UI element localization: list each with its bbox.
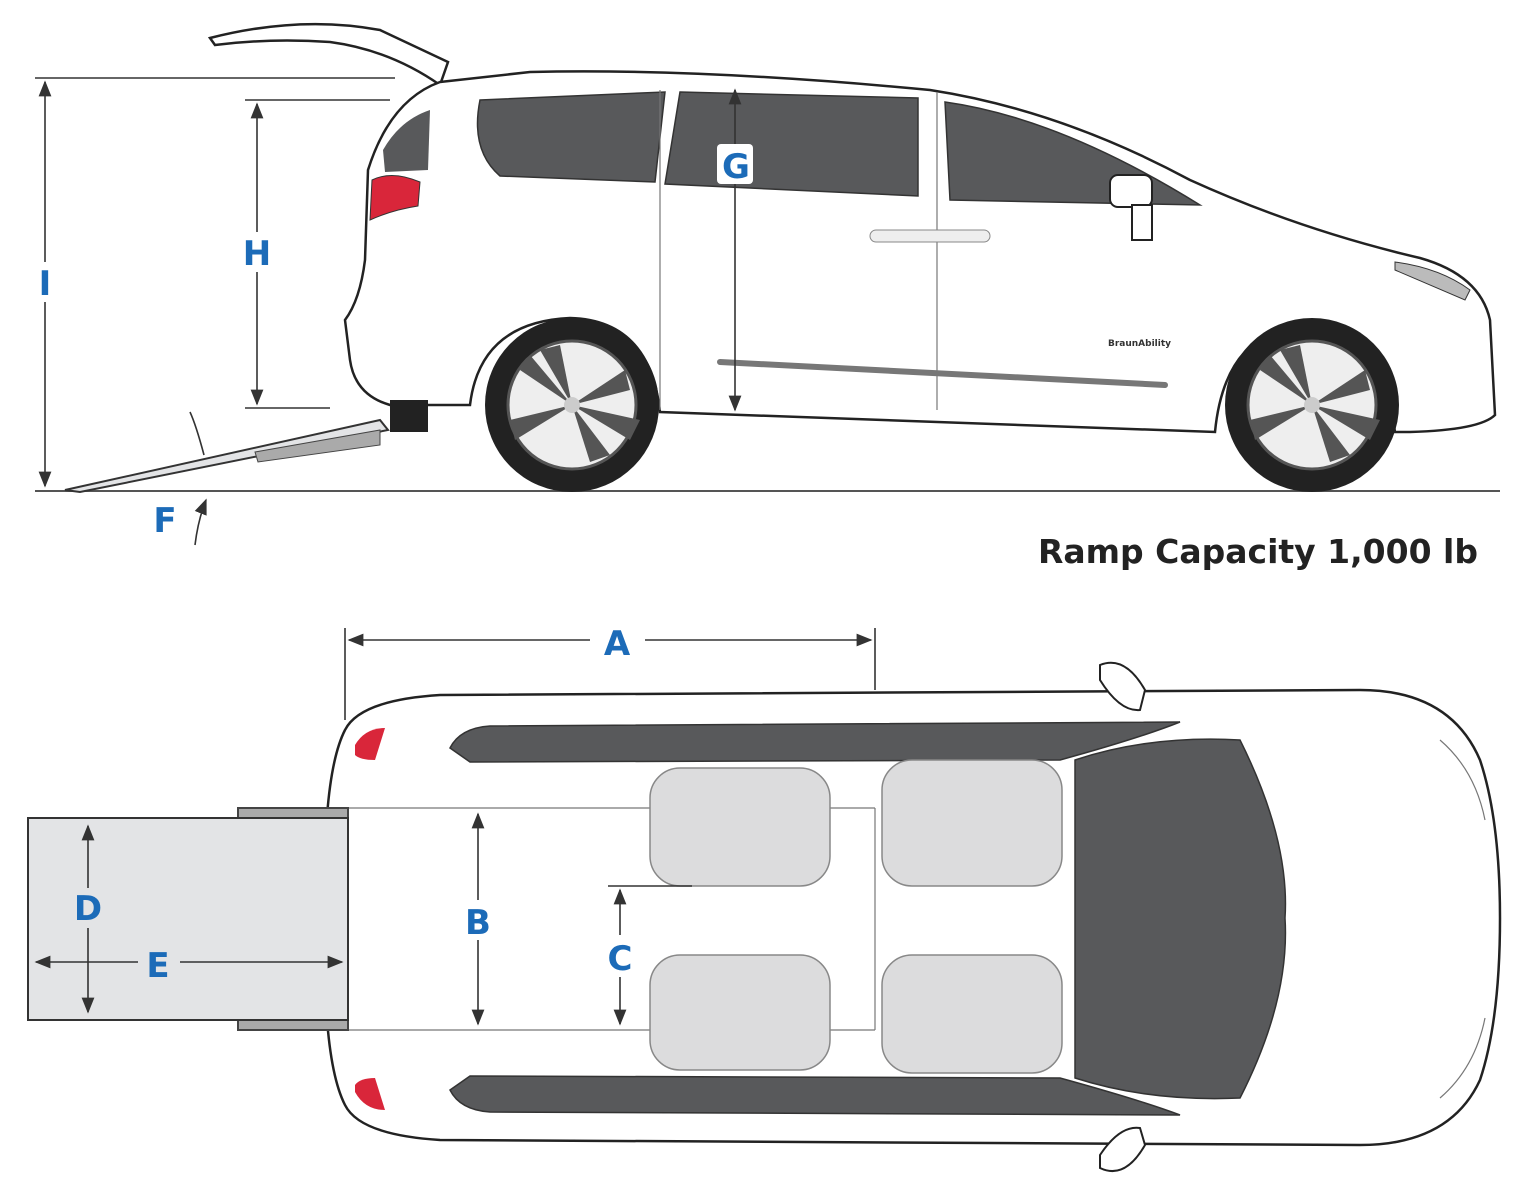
seat-second-row-right (649, 954, 831, 1071)
side-mirror (1109, 174, 1153, 208)
top-mirror-right (1099, 1126, 1147, 1173)
taillight (369, 175, 421, 221)
label-c: C (608, 939, 633, 979)
seat-front-left (881, 759, 1063, 887)
door-handles (869, 229, 991, 243)
top-side-glass-upper (449, 721, 1181, 763)
headlight (1394, 261, 1471, 301)
braunability-logo: BraunAbility (1108, 339, 1171, 349)
seat-second-row-left (649, 767, 831, 887)
label-f: F (153, 501, 176, 541)
label-d: D (74, 889, 102, 929)
rear-glass (383, 110, 430, 172)
dimension-f (194, 498, 207, 546)
top-side-glass-lower (449, 1075, 1181, 1116)
top-mirror-left (1099, 661, 1147, 712)
windshield (1074, 738, 1287, 1100)
label-a: A (604, 624, 631, 664)
front-wheel (1225, 318, 1399, 492)
label-b: B (465, 903, 491, 943)
rear-quarter-window (476, 91, 666, 183)
top-view: A B C D E (27, 620, 1502, 1173)
label-e: E (146, 946, 169, 986)
ramp-capacity-caption: Ramp Capacity 1,000 lb (1038, 532, 1478, 571)
rear-wheel (485, 318, 659, 492)
sliding-door-window (664, 91, 919, 197)
label-i: I (39, 264, 52, 304)
ramp-mechanism (390, 400, 428, 432)
side-view: BraunAbility I H G F (30, 22, 1500, 546)
side-trim (717, 359, 1168, 388)
label-h: H (243, 234, 271, 274)
open-liftgate (207, 22, 450, 87)
side-ramp (64, 418, 390, 494)
label-g: G (722, 147, 750, 187)
front-door-window (944, 101, 1203, 206)
seat-front-right (881, 954, 1063, 1074)
